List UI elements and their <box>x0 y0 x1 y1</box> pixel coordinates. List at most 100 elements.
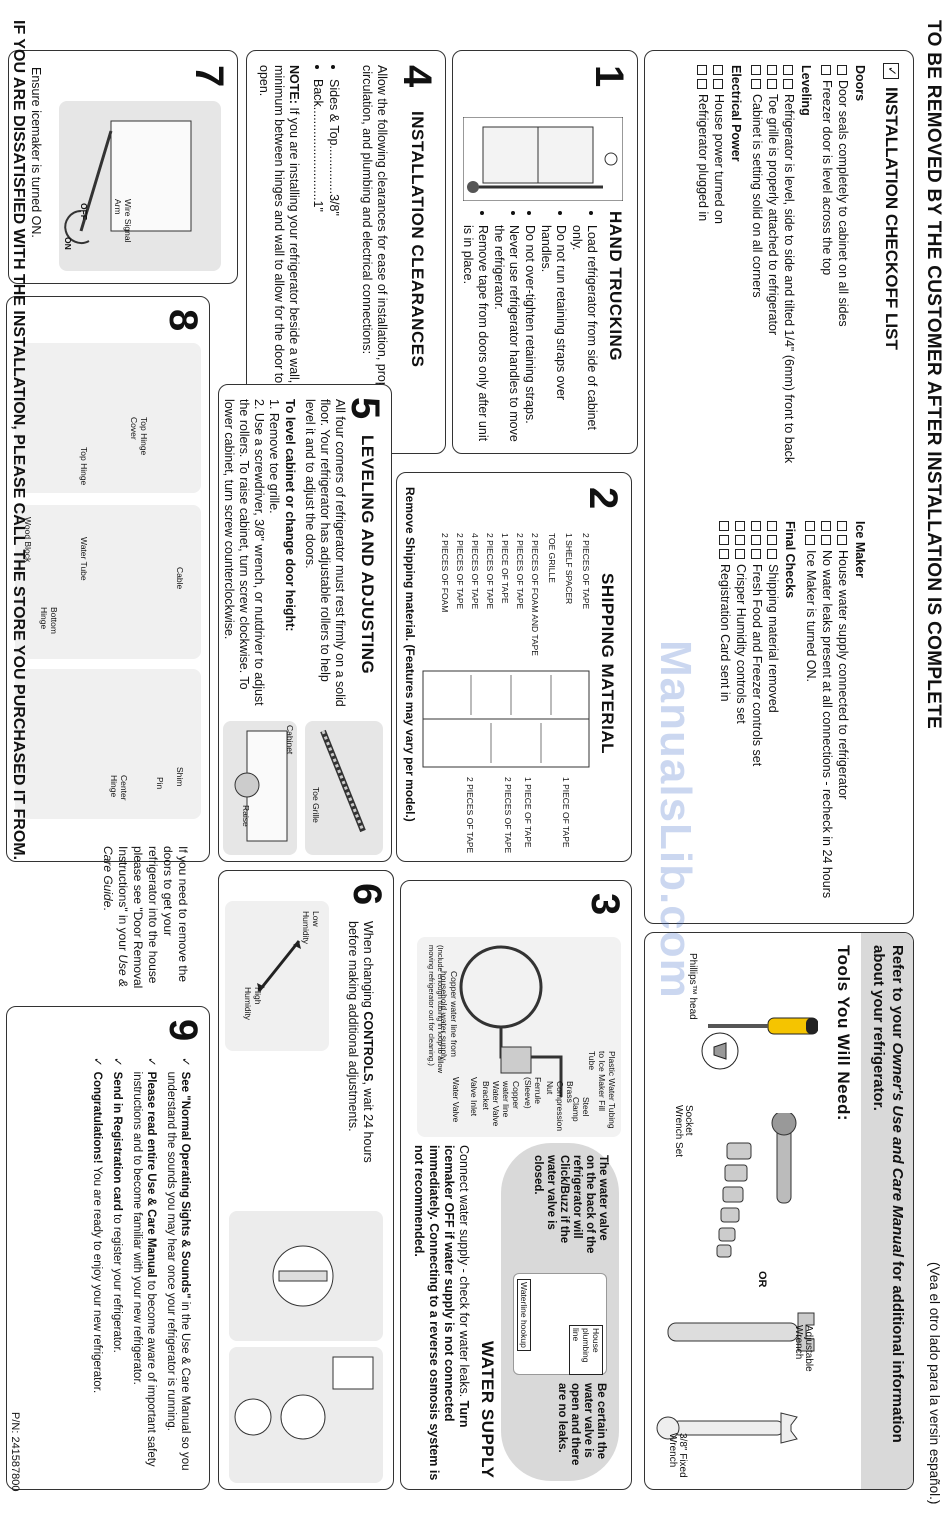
section-title: WATER SUPPLY <box>478 1341 497 1479</box>
refer-text: Refer to your <box>889 945 906 1043</box>
checkbox[interactable] <box>697 79 707 89</box>
off-label: OFF <box>79 203 89 220</box>
checkbox[interactable] <box>805 535 815 545</box>
checkbox[interactable] <box>837 535 847 545</box>
or-label: OR <box>756 1271 768 1288</box>
shipping-label: 2 PIECES OF FOAM AND TAPE <box>530 533 540 656</box>
section-title: LEVELING AND ADJUSTING <box>358 435 377 675</box>
check-item: Crisper Humidity controls set <box>734 564 748 724</box>
step-number: 5 <box>343 397 387 420</box>
high-humidity-label: High Humidity <box>243 987 263 1021</box>
checklist-column-left: Doors Door seals completely to cabinet o… <box>694 65 873 495</box>
roller-drawing <box>234 730 288 842</box>
checkbox[interactable] <box>837 521 847 531</box>
section-8-door-removal: 8 Top Hinge Cover Top Hinge Cable Water … <box>6 296 210 862</box>
tools-refer-banner: Refer to your Owner's Use and Care Manua… <box>861 933 913 1489</box>
checkbox[interactable] <box>719 535 729 545</box>
checkbox[interactable] <box>767 79 777 89</box>
section-9-final: 9 ✓See "Normal Operating Sights & Sounds… <box>6 1006 210 1490</box>
humidity-slider-drawing <box>257 940 301 992</box>
leveling-steps: 1. Remove toe grille. 2. Use a screwdriv… <box>221 399 281 709</box>
step-number: 7 <box>187 65 231 88</box>
on-label: ON <box>63 237 73 250</box>
check-icon: ✓ <box>179 1057 191 1067</box>
checkbox[interactable] <box>751 65 761 75</box>
bottom-hinge-label: Bottom Hinge <box>39 607 59 634</box>
shipping-label: 2 PIECES OF TAPE <box>515 533 525 610</box>
final-bold: Send in Registration card <box>111 1071 123 1211</box>
check-icon: ✓ <box>111 1057 123 1067</box>
checklist-title: INSTALLATION CHECKOFF LIST <box>882 87 901 350</box>
checkbox[interactable] <box>751 549 761 559</box>
dual-control-illustration <box>229 1347 383 1483</box>
checkbox[interactable] <box>821 65 831 75</box>
step-number: 4 <box>395 65 439 88</box>
water-label: Brass Compression Nut <box>545 1081 575 1132</box>
checkbox[interactable] <box>767 549 777 559</box>
check-item: Registration Card sent in <box>718 564 732 702</box>
spanish-note: (Vea el otro lado para la versin español… <box>927 1262 942 1505</box>
shipping-label: 1 PIECE OF TAPE <box>561 777 571 848</box>
checkbox[interactable] <box>783 79 793 89</box>
shim-label: Shim <box>175 767 185 787</box>
wire-signal-arm-label: Wire Signal Arm <box>113 199 133 243</box>
shipping-label: 2 PIECES OF TAPE <box>455 533 465 610</box>
humidity-slider-illustration <box>225 901 329 1051</box>
checkbox[interactable] <box>805 521 815 531</box>
checkbox[interactable] <box>713 79 723 89</box>
check-item: No water leaks present at all connection… <box>820 550 834 899</box>
fixed-wrench-icon <box>656 1412 798 1444</box>
cable-label: Cable <box>175 567 185 590</box>
leveling-subhead: To level cabinet or change door height: <box>283 399 297 632</box>
waterline-hookup-label: Waterline hookup <box>517 1279 531 1351</box>
controls-text-1: When changing <box>361 921 375 1012</box>
top-banner: TO BE REMOVED BY THE CUSTOMER AFTER INST… <box>923 20 944 730</box>
section-title: SHIPPING MATERIAL <box>598 573 617 755</box>
checkbox[interactable] <box>783 65 793 75</box>
check-item: Toe grille is properly attached to refri… <box>766 94 780 336</box>
shipping-caption: Remove Shipping material. (Features may … <box>403 487 417 822</box>
leveling-body: All four corners of refrigerator must re… <box>303 399 347 707</box>
checkbox[interactable] <box>735 549 745 559</box>
water-label: Valve Inlet <box>469 1077 479 1117</box>
checkbox[interactable] <box>735 535 745 545</box>
shipping-label: 1 PIECE OF TAPE <box>523 777 533 848</box>
checkbox[interactable] <box>751 535 761 545</box>
part-number: P/N: 241587800 <box>9 1412 21 1492</box>
leveling-heading: Leveling <box>799 65 813 116</box>
shipping-label: TOE GRILLE <box>547 533 557 583</box>
checkbox[interactable] <box>767 65 777 75</box>
checkbox[interactable] <box>719 521 729 531</box>
checkbox[interactable] <box>719 549 729 559</box>
final-rest: to register your refrigerator. <box>111 1210 123 1353</box>
ice-maker-heading: Ice Maker <box>853 521 867 578</box>
check-icon: ✓ <box>145 1057 157 1067</box>
check-item: Refrigerator plugged in <box>696 94 710 222</box>
refrigerator-diagram <box>422 670 590 768</box>
section-3-water-supply: 3 Connect water supply - check for water… <box>400 880 632 1490</box>
checkbox[interactable] <box>767 521 777 531</box>
step-number: 6 <box>345 883 389 906</box>
checkbox[interactable] <box>697 65 707 75</box>
final-bold: See "Normal Operating Sights & Sounds" <box>179 1071 191 1299</box>
toe-grille-drawing <box>320 729 366 833</box>
socket-label: Socket Wrench Set <box>673 1105 694 1158</box>
checkbox[interactable] <box>713 65 723 75</box>
checkbox[interactable] <box>751 521 761 531</box>
shipping-label: 2 PIECES OF TAPE <box>503 777 513 854</box>
shipping-label: 4 PIECES OF TAPE <box>470 533 480 610</box>
checkbox[interactable] <box>821 535 831 545</box>
dual-control-drawing <box>234 1356 374 1440</box>
shipping-labels-left: 2 PIECES OF TAPE 1 SHELF SPACER TOE GRIL… <box>440 533 591 663</box>
checkbox[interactable] <box>751 79 761 89</box>
checkbox[interactable] <box>767 535 777 545</box>
checkbox[interactable] <box>821 521 831 531</box>
electrical-heading: Electrical Power <box>729 65 743 162</box>
step-number: 8 <box>161 309 205 332</box>
checkbox[interactable] <box>735 521 745 531</box>
check-item: House water supply connected to refriger… <box>836 550 850 800</box>
bullet-item: Do not over-tighten retaining straps. <box>522 225 537 447</box>
checkbox[interactable] <box>837 65 847 75</box>
water-label: Copper water line <box>501 1081 521 1118</box>
bullet-item: Load refrigerator from side of cabinet o… <box>569 225 599 447</box>
